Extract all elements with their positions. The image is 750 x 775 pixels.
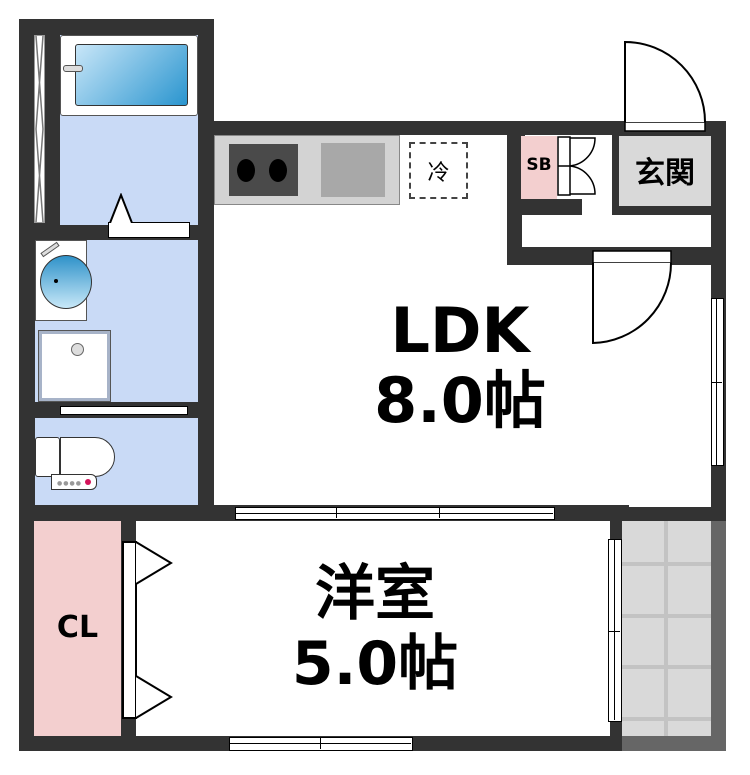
ldk-window[interactable] (711, 298, 724, 466)
hallway-floor (522, 213, 711, 247)
toilet-sliding-door[interactable] (60, 406, 188, 415)
closet-door[interactable] (121, 540, 173, 720)
western-name: 洋室 (315, 559, 435, 629)
western-sliding-door[interactable] (235, 507, 555, 520)
closet-label: CL (56, 610, 99, 645)
sink-icon (321, 143, 385, 197)
kitchen-counter (214, 135, 400, 205)
sb-wall (507, 121, 525, 265)
door-swing-icon (109, 193, 133, 223)
western-floor (136, 521, 610, 736)
ldk-name: LDK (390, 294, 530, 367)
door-swing-icon (624, 40, 706, 132)
washbasin-icon (35, 240, 92, 321)
ldk-door[interactable] (591, 250, 675, 346)
western-bottom-window[interactable] (229, 737, 413, 751)
window-cross-icon (35, 36, 44, 222)
entrance-label: 玄関 (635, 156, 695, 191)
western-size: 5.0帖 (291, 629, 459, 699)
folding-door-icon (122, 541, 173, 719)
shoe-box (521, 136, 557, 199)
double-door-swing-icon (557, 136, 596, 196)
front-door[interactable] (623, 40, 707, 132)
stove-icon (229, 144, 298, 196)
bathtub-icon (60, 35, 198, 116)
sb-lower-wall (507, 199, 582, 215)
shoe-box-label: SB (526, 155, 552, 175)
western-window[interactable] (608, 539, 622, 722)
fridge-label: 冷 (427, 161, 450, 186)
bathroom-door[interactable] (108, 222, 190, 238)
closet (34, 521, 121, 736)
fridge-space (409, 142, 468, 199)
ldk-size: 8.0帖 (374, 364, 546, 437)
washing-machine-pan-icon (38, 330, 111, 402)
shoe-box-door[interactable] (557, 136, 597, 197)
balcony-tile-grid (622, 521, 711, 736)
entrance (619, 136, 711, 206)
toilet-icon: ●●●● (35, 437, 115, 491)
door-swing-icon (592, 250, 672, 345)
balcony (622, 521, 726, 751)
bathroom-window[interactable] (34, 35, 45, 223)
